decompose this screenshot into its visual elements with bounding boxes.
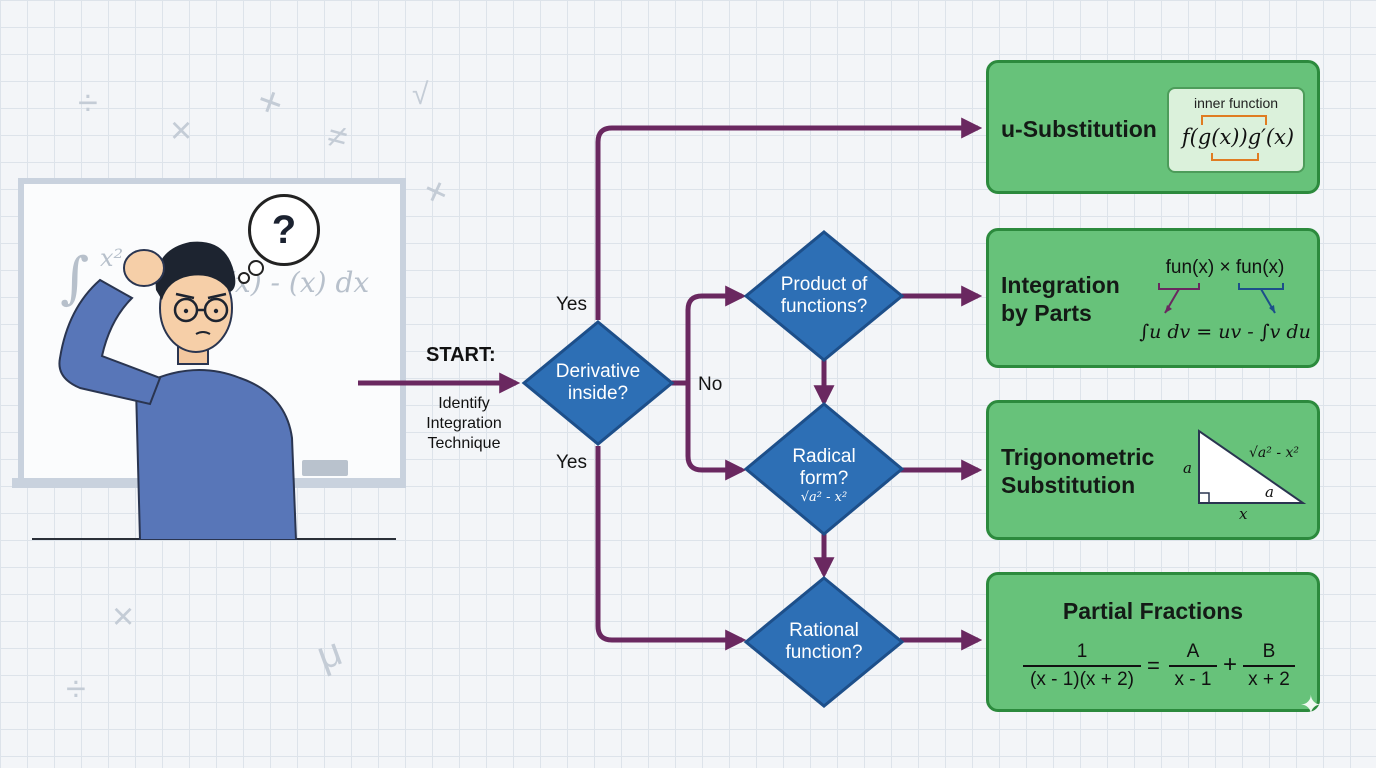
trig-substitution-title: Trigonometric Substitution — [1001, 443, 1154, 499]
lhs-denominator: (x - 1)(x + 2) — [1030, 669, 1134, 690]
u-substitution-box: u-Substitution inner function f(g(x))g′(… — [986, 60, 1320, 194]
question-mark-icon: ? — [271, 207, 297, 252]
lhs-numerator: 1 — [1076, 641, 1088, 662]
trig-substitution-box: Trigonometric Substitution a √a² - x² a … — [986, 400, 1320, 540]
u-substitution-formula: f(g(x))g′(x) — [1181, 125, 1295, 149]
parts-product: fun(x) × fun(x) — [1165, 257, 1285, 278]
sparkle-icon: ✦ — [1300, 690, 1322, 720]
parts-title-line-2: by Parts — [1001, 300, 1092, 326]
start-line-3: Technique — [427, 435, 501, 452]
times-symbol-icon: × — [112, 596, 135, 638]
start-line-1: Identify — [438, 395, 490, 412]
start-subtitle: Identify Integration Technique — [408, 394, 520, 454]
start-title: START: — [426, 344, 496, 366]
divide-symbol-icon: ÷ — [78, 82, 98, 123]
arrow-no-to-product — [670, 285, 747, 386]
triangle-side-a: a — [1183, 459, 1192, 477]
a-denominator: x - 1 — [1174, 669, 1212, 690]
plus-sign: + — [1223, 651, 1238, 678]
inner-function-label: inner function — [1193, 95, 1279, 111]
thought-bubble-medium — [248, 260, 264, 276]
confused-student — [58, 241, 298, 540]
no-label: No — [698, 374, 723, 395]
lhs-fraction-bar — [1023, 665, 1141, 667]
parts-title-line-1: Integration — [1001, 272, 1120, 298]
trig-title-line-2: Substitution — [1001, 472, 1136, 498]
equals-sign: = — [1147, 653, 1160, 678]
partial-fractions-box: Partial Fractions 1 (x - 1)(x + 2) = A x… — [986, 572, 1320, 712]
sqrt-symbol-icon: √ — [412, 78, 429, 111]
partial-fractions-title: Partial Fractions — [1062, 598, 1244, 624]
arrow-yes-to-usub — [595, 117, 983, 320]
thought-bubble: ? — [248, 194, 320, 266]
parts-formula: ∫u dv = uv - ∫v du — [1139, 321, 1311, 343]
thought-bubble-small — [238, 272, 250, 284]
b-denominator: x + 2 — [1248, 669, 1290, 690]
triangle-hypotenuse: √a² - x² — [1249, 445, 1300, 461]
integration-by-parts-title: Integration by Parts — [1001, 271, 1120, 327]
yes-label-top: Yes — [556, 294, 587, 315]
a-numerator: A — [1186, 641, 1200, 662]
radical-diamond — [743, 402, 905, 536]
b-fraction-bar — [1243, 665, 1295, 667]
derivative-diamond — [521, 320, 675, 446]
yes-label-bottom: Yes — [556, 452, 587, 473]
u-substitution-formula-card: inner function f(g(x))g′(x) — [1167, 87, 1305, 173]
right-triangle-diagram — [1198, 429, 1307, 504]
inner-function-bracket-bottom — [1211, 153, 1259, 161]
whiteboard-numerator: x² — [100, 244, 124, 272]
a-fraction-bar — [1169, 665, 1217, 667]
divide-symbol-icon: ÷ — [66, 668, 86, 709]
trig-title-line-1: Trigonometric — [1001, 444, 1155, 470]
start-line-2: Integration — [426, 415, 502, 432]
times-symbol-icon: × — [170, 110, 193, 152]
b-numerator: B — [1262, 641, 1276, 662]
rational-diamond — [743, 576, 905, 708]
arrow-no-to-radical — [685, 383, 747, 481]
arrow-yes-to-rational — [595, 446, 747, 651]
integration-by-parts-box: Integration by Parts fun(x) × fun(x) ∫u … — [986, 228, 1320, 368]
triangle-side-x: x — [1239, 505, 1248, 523]
u-substitution-title: u-Substitution — [1001, 116, 1157, 142]
product-diamond — [743, 230, 905, 362]
inner-function-bracket-top — [1201, 115, 1267, 125]
parts-pointer-arrows — [1158, 283, 1284, 314]
triangle-angle-a: a — [1265, 483, 1274, 501]
eraser — [302, 460, 348, 476]
